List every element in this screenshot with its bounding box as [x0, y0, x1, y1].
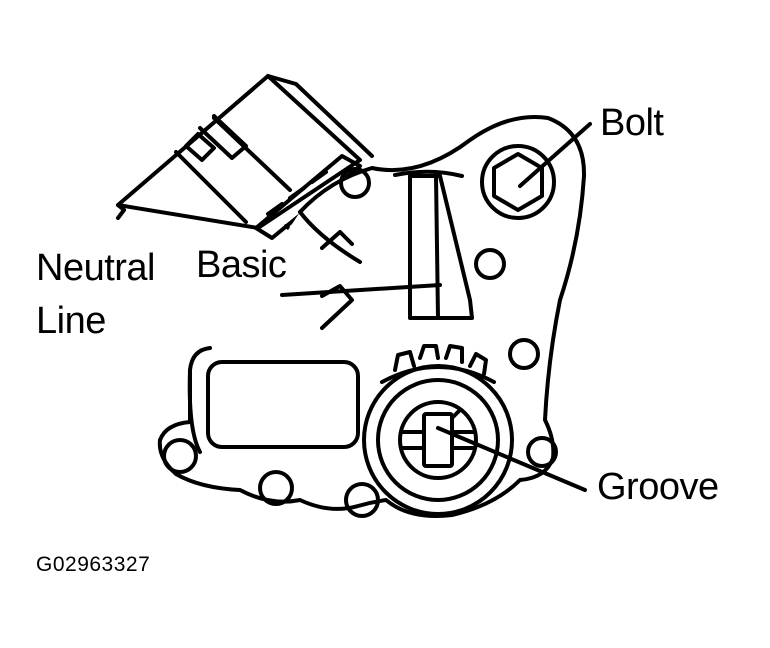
hole-6	[260, 472, 292, 504]
switch-plate-outline	[160, 117, 584, 516]
groove-leader	[438, 428, 585, 490]
label-groove: Groove	[597, 466, 719, 508]
label-line: Line	[36, 300, 106, 342]
label-bolt: Bolt	[600, 102, 664, 144]
inner-window	[208, 362, 358, 447]
label-neutral: Neutral	[36, 247, 156, 289]
neutral-chevron-upper	[322, 232, 352, 248]
hole-5	[164, 440, 196, 472]
groove-slot	[424, 414, 452, 466]
hole-7	[346, 484, 378, 516]
connector-housing	[118, 76, 372, 238]
hole-1	[341, 169, 369, 197]
figure-code: G02963327	[36, 553, 151, 576]
bolt-leader	[520, 124, 590, 186]
hole-2	[476, 250, 504, 278]
basic-leader	[282, 285, 440, 295]
hole-4	[528, 438, 556, 466]
hole-3	[510, 340, 538, 368]
label-basic: Basic	[196, 244, 287, 286]
gear-assembly	[364, 346, 512, 514]
